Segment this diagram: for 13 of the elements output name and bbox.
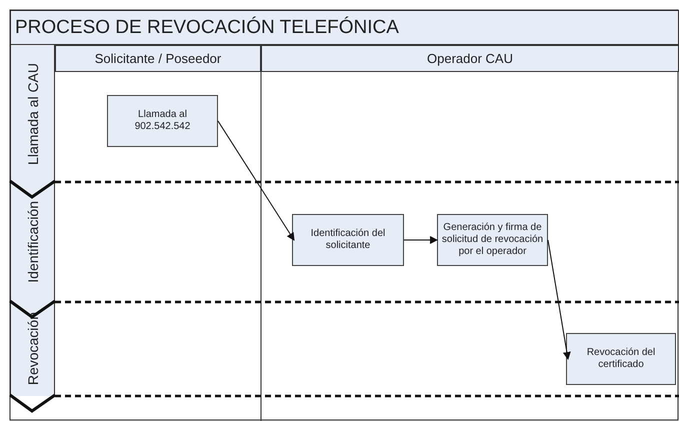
arrow (404, 236, 438, 244)
arrow (218, 120, 295, 241)
process-box: Llamada al 902.542.542 (107, 95, 218, 147)
phase-label: Llamada al CAU (24, 62, 40, 164)
process-box: Generación y firma de solicitud de revocación por el operador (437, 214, 548, 266)
process-box: Identificación del solicitante (292, 214, 404, 266)
phase-label: Identificación (24, 201, 40, 283)
diagram-title: PROCESO DE REVOCACIÓN TELEFÓNICA (10, 10, 679, 45)
phase-band (10, 45, 55, 182)
lane-header: Operador CAU (261, 45, 679, 72)
lane-header: Solicitante / Poseedor (55, 45, 261, 72)
arrow (548, 240, 571, 360)
process-box: Revocación del certificado (566, 333, 676, 385)
